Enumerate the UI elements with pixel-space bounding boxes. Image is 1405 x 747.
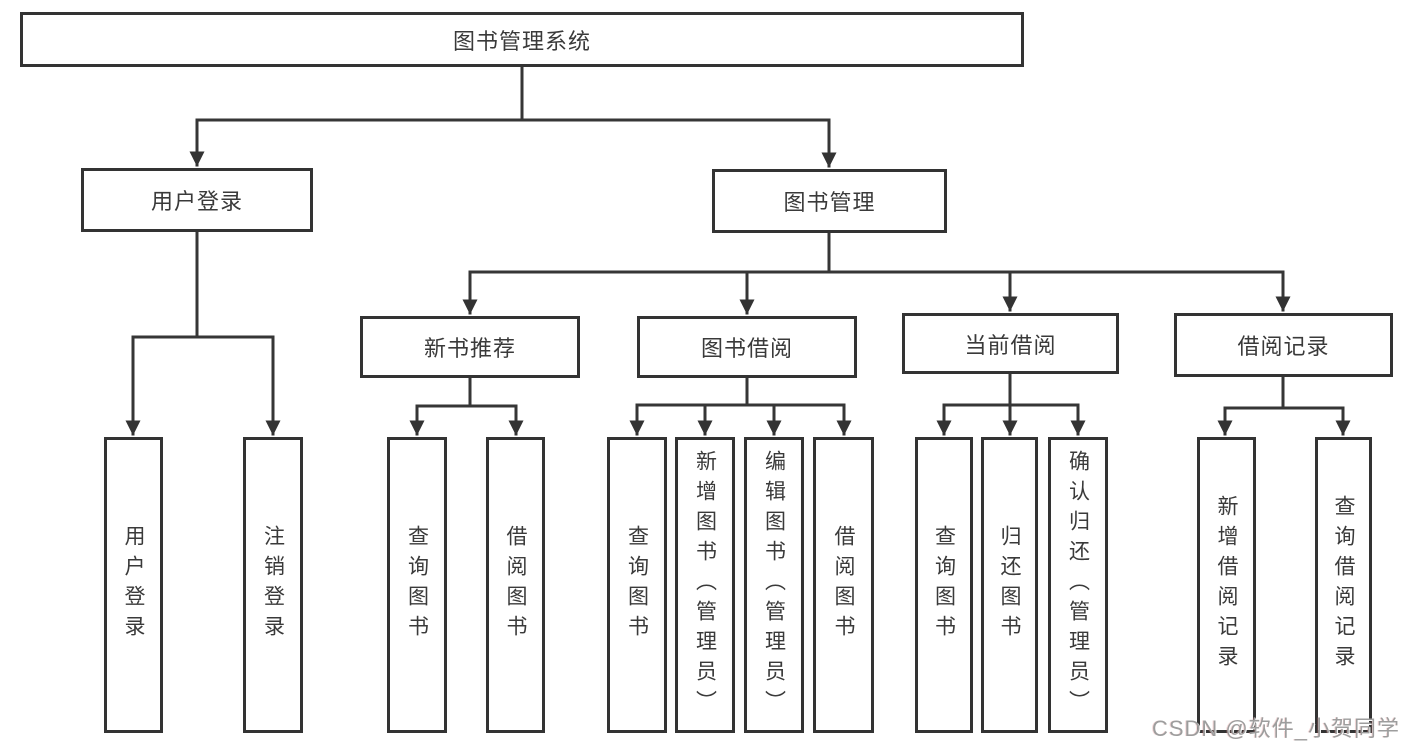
watermark: CSDN @软件_小贺同学 xyxy=(1151,716,1400,741)
leaf-add-borrow-record-label: 新增借阅记录 xyxy=(1215,495,1238,675)
node-borrow-records-label: 借阅记录 xyxy=(1237,334,1330,359)
connector-to-leaf-user-login xyxy=(125,335,199,436)
leaf-borrow-books-2: 借阅图书 xyxy=(813,437,874,733)
leaf-borrow-books-1: 借阅图书 xyxy=(486,437,545,733)
leaf-edit-book-admin: 编辑图书（管理员） xyxy=(744,437,804,733)
leaf-user-login: 用户登录 xyxy=(104,437,163,733)
connector-br-leaf2 xyxy=(1281,406,1351,436)
node-new-book-recommend-label: 新书推荐 xyxy=(423,336,516,361)
leaf-edit-book-admin-label: 编辑图书（管理员） xyxy=(762,450,786,720)
connector-bb-leaf4 xyxy=(745,403,852,436)
leaf-add-book-admin: 新增图书（管理员） xyxy=(675,437,735,733)
leaf-logout-label: 注销登录 xyxy=(261,525,285,645)
connector-br-leaf1 xyxy=(1217,406,1285,436)
node-user-login-label: 用户登录 xyxy=(150,189,243,214)
leaf-user-login-label: 用户登录 xyxy=(122,525,145,645)
node-borrow-records: 借阅记录 xyxy=(1174,313,1393,377)
connector-nbr-leaf1 xyxy=(409,404,472,436)
node-current-borrow-label: 当前借阅 xyxy=(964,332,1057,358)
connector-to-leaf-logout xyxy=(195,335,281,436)
connector-to-book-borrow xyxy=(739,270,831,315)
leaf-confirm-return-admin-label: 确认归还（管理员） xyxy=(1066,450,1090,720)
leaf-borrow-books-1-label: 借阅图书 xyxy=(504,525,527,645)
node-root: 图书管理系统 xyxy=(20,12,1024,67)
leaf-add-book-admin-label: 新增图书（管理员） xyxy=(693,450,717,720)
leaf-borrow-books-2-label: 借阅图书 xyxy=(832,525,855,645)
node-user-login: 用户登录 xyxy=(81,168,313,232)
connector-cb-leaf3 xyxy=(1008,403,1086,436)
leaf-logout: 注销登录 xyxy=(243,437,303,733)
leaf-query-books-1-label: 查询图书 xyxy=(405,525,429,645)
leaf-query-borrow-record-label: 查询借阅记录 xyxy=(1332,495,1355,675)
leaf-return-book-label: 归还图书 xyxy=(998,525,1021,645)
leaf-add-borrow-record: 新增借阅记录 xyxy=(1197,437,1256,733)
leaf-query-books-2-label: 查询图书 xyxy=(625,525,649,645)
connector-nbr-leaf2 xyxy=(468,404,524,436)
node-root-label: 图书管理系统 xyxy=(452,28,591,54)
node-book-management-label: 图书管理 xyxy=(783,190,876,215)
leaf-query-books-2: 查询图书 xyxy=(607,437,667,733)
leaf-query-books-1: 查询图书 xyxy=(387,437,447,733)
leaf-confirm-return-admin: 确认归还（管理员） xyxy=(1048,437,1108,733)
connector-to-borrow-records xyxy=(827,270,1291,312)
connector-root-to-user-login xyxy=(189,118,524,167)
connector-to-current-borrow xyxy=(827,270,1018,312)
node-new-book-recommend: 新书推荐 xyxy=(360,316,580,378)
leaf-query-books-3: 查询图书 xyxy=(915,437,973,733)
connector-bb-leaf3 xyxy=(745,403,782,436)
node-book-borrow: 图书借阅 xyxy=(637,316,857,378)
leaf-query-borrow-record: 查询借阅记录 xyxy=(1315,437,1372,733)
node-book-borrow-label: 图书借阅 xyxy=(700,336,793,361)
connector-bb-leaf2 xyxy=(697,403,749,436)
node-current-borrow: 当前借阅 xyxy=(902,313,1119,374)
connector-root-to-book-mgmt xyxy=(520,118,837,168)
leaf-query-books-3-label: 查询图书 xyxy=(932,525,956,645)
leaf-return-book: 归还图书 xyxy=(981,437,1038,733)
connector-bb-leaf1 xyxy=(629,403,749,436)
connector-to-new-book-rec xyxy=(462,270,831,315)
node-book-management: 图书管理 xyxy=(712,169,947,233)
connector-cb-leaf1 xyxy=(936,403,1012,436)
